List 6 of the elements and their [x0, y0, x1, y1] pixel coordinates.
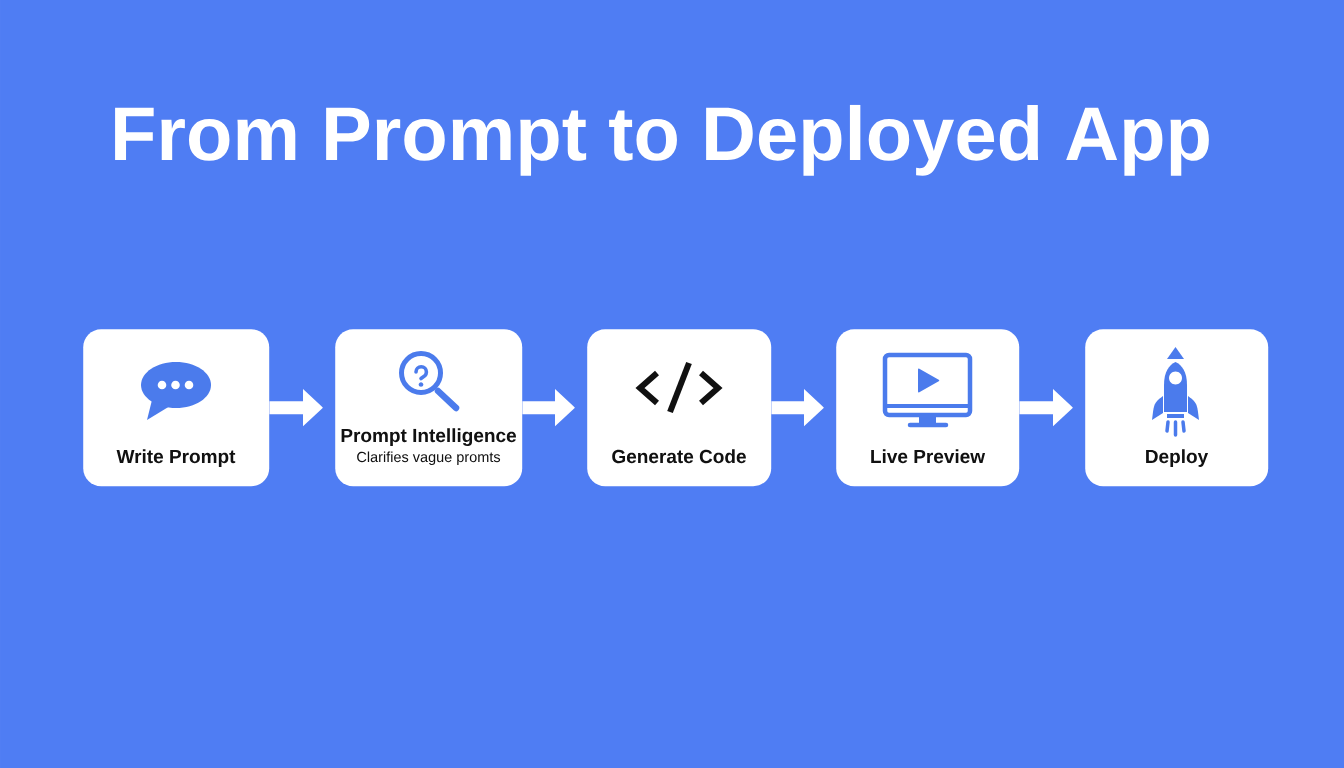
step-box: Write Prompt [83, 329, 270, 487]
step-box: Live Preview [836, 329, 1020, 487]
step-box: Generate Code [587, 329, 772, 487]
step-box: Deploy [1085, 329, 1269, 487]
step-box: Prompt Intelligence Clarifies vague promts [335, 329, 523, 487]
title: From Prompt to Deployed App [115, 104, 1209, 176]
